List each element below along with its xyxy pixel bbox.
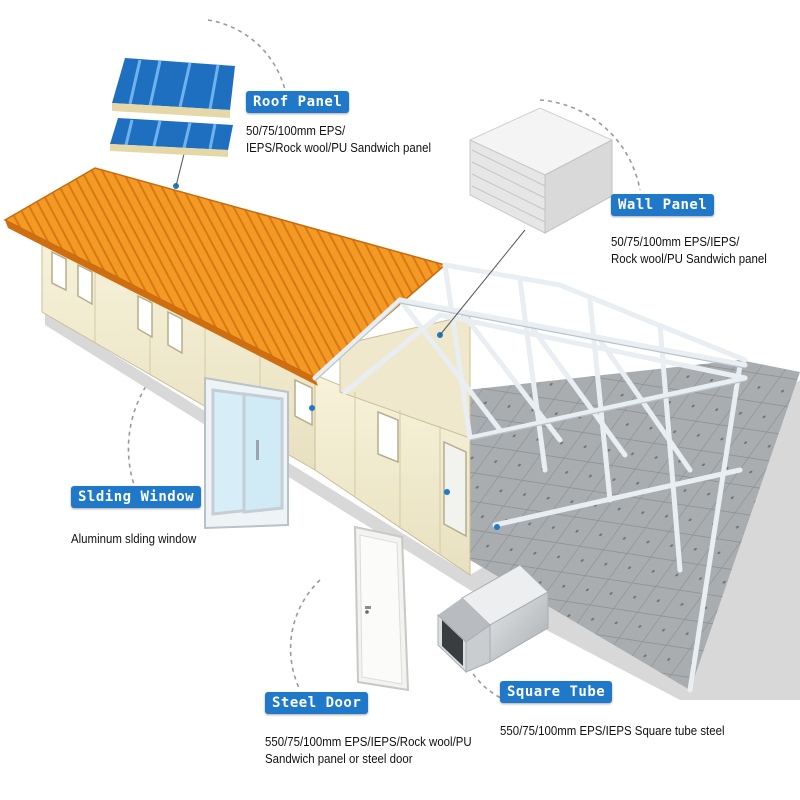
roof-eave <box>5 220 318 386</box>
wall-panel-sample-icon <box>468 107 614 234</box>
square-tube-description: 550/75/100mm EPS/IEPS Square tube steel <box>500 722 724 739</box>
roof-panel-sample-icon <box>110 58 235 157</box>
square-tube-label: Square Tube <box>500 681 613 703</box>
wall-panel-desc-line: 50/75/100mm EPS/IEPS/ <box>611 234 740 249</box>
sliding-window-label: Slding Window <box>71 486 202 508</box>
sliding-window-description: Aluminum slding window <box>71 530 196 547</box>
sliding-window-desc-line: Aluminum slding window <box>71 531 197 546</box>
steel-door-desc-line: Sandwich panel or steel door <box>265 751 413 766</box>
steel-door-label: Steel Door <box>265 692 369 714</box>
pointer-lines <box>175 149 526 336</box>
wall-panel-desc-line: Rock wool/PU Sandwich panel <box>611 251 767 266</box>
wall-panel-description: 50/75/100mm EPS/IEPS/ Rock wool/PU Sandw… <box>611 233 767 267</box>
roof-panel-label: Roof Panel <box>246 91 350 113</box>
steel-door-description: 550/75/100mm EPS/IEPS/Rock wool/PU Sandw… <box>265 733 472 767</box>
steel-door-icon <box>353 525 410 692</box>
square-tube-desc-line: 550/75/100mm EPS/IEPS Square tube steel <box>500 723 725 738</box>
sliding-window-icon <box>204 376 289 530</box>
house-windows <box>51 250 399 464</box>
house-door <box>443 440 467 538</box>
square-tube-icon <box>437 564 549 674</box>
steel-door-desc-line: 550/75/100mm EPS/IEPS/Rock wool/PU <box>265 734 472 749</box>
roof-panel-desc-line: 50/75/100mm EPS/ <box>246 123 346 138</box>
roof-panel-desc-line: IEPS/Rock wool/PU Sandwich panel <box>246 140 432 155</box>
roof-panel-description: 50/75/100mm EPS/ IEPS/Rock wool/PU Sandw… <box>246 122 431 156</box>
steel-frame-shadows <box>314 302 746 441</box>
wall-panel-label: Wall Panel <box>611 194 715 216</box>
steel-frame <box>312 262 748 693</box>
